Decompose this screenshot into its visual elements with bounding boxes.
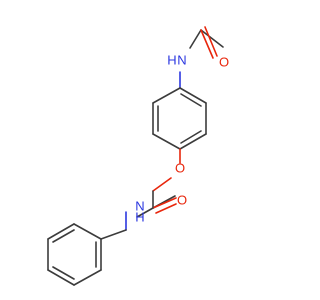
atom-label-h-amide: H (135, 210, 144, 225)
bond-carbonyl-n (189, 29, 202, 49)
bond-carbonyl-o-1 (200, 29, 214, 59)
ring-bond-4 (152, 133, 181, 150)
ring-inner-bond-1 (180, 93, 202, 107)
atom-label-n-top: N (177, 53, 186, 68)
bond-ch2-benzyl (100, 229, 127, 240)
ring-bond-1 (179, 87, 207, 104)
bond-methyl-carbonyl (200, 29, 224, 48)
phenyl-inner-bond-3 (52, 229, 75, 243)
phenyl-bond-2 (73, 269, 102, 286)
bond-amide-co-2 (155, 203, 177, 214)
atom-label-o-ether: O (175, 161, 185, 176)
amide-group (100, 195, 177, 240)
ether-linkage (152, 148, 181, 209)
phenyl-inner-bond-2 (52, 266, 75, 280)
atom-label-n-amide: N (135, 199, 144, 214)
central-benzene-ring (152, 87, 207, 150)
bond-carbonyl-n (136, 207, 154, 218)
atom-labels: H N O O O N H (135, 53, 229, 225)
ring-bond-3 (179, 133, 207, 150)
benzyl-phenyl-ring (47, 223, 102, 286)
acetamide-group (179, 26, 224, 89)
bond-carbonyl-o-2 (204, 26, 218, 57)
phenyl-bond-3 (47, 269, 75, 286)
atom-label-o-amide: O (177, 193, 187, 208)
phenyl-bond-5 (47, 223, 75, 240)
molecule-structure-diagram: H N O O O N H (47, 26, 229, 286)
atom-label-o-acetyl: O (219, 55, 229, 70)
bond-ether-o-ch2 (152, 177, 172, 192)
atom-label-h-top: H (167, 53, 176, 68)
bond-amide-co-1 (152, 197, 177, 209)
phenyl-bond-6 (73, 223, 102, 240)
ring-inner-bond-2 (180, 130, 202, 144)
ring-bond-6 (152, 87, 181, 104)
